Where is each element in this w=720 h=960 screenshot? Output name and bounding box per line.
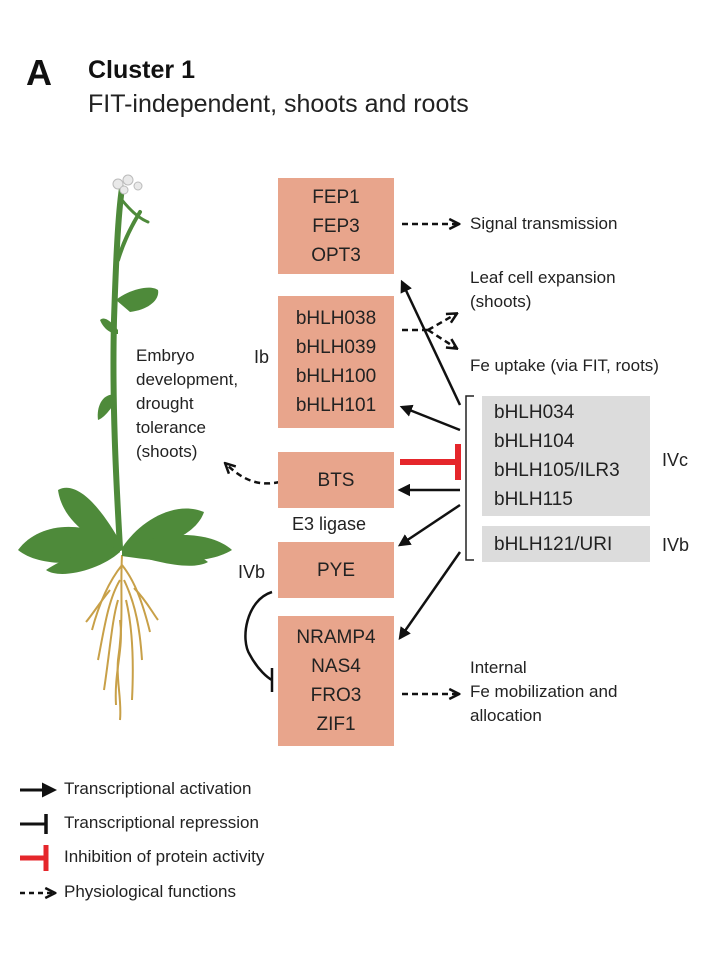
label-ivb-right: IVb bbox=[662, 535, 690, 555]
bts-inhibition bbox=[400, 444, 461, 480]
gene-bhlh039: bHLH039 bbox=[295, 337, 377, 358]
label-embryo-line2: development, bbox=[136, 370, 239, 389]
gene-nramp4: NRAMP4 bbox=[296, 627, 376, 648]
gene-bts: BTS bbox=[317, 469, 355, 491]
gene-bhlh121-uri: bHLH121/URI bbox=[494, 533, 613, 555]
iv-bracket bbox=[465, 395, 474, 561]
gene-bhlh034: bHLH034 bbox=[494, 402, 575, 423]
box-fep-opt: FEP1 FEP3 OPT3 bbox=[278, 178, 394, 274]
pye-repression bbox=[244, 590, 274, 692]
gene-zif1: ZIF1 bbox=[316, 714, 356, 735]
label-internal-line1: Internal bbox=[470, 658, 527, 677]
gene-fep3: FEP3 bbox=[312, 215, 360, 237]
panel-label: A bbox=[26, 52, 52, 93]
diagram-subtitle: FIT-independent, shoots and roots bbox=[88, 90, 469, 118]
legend-activation: Transcriptional activation bbox=[64, 779, 252, 798]
label-embryo-line1: Embryo bbox=[136, 346, 195, 365]
label-signal-transmission: Signal transmission bbox=[470, 214, 618, 233]
label-embryo-line4: tolerance bbox=[136, 418, 206, 437]
label-leaf-line1: Leaf cell expansion bbox=[470, 268, 616, 287]
label-leaf-expansion: Leaf cell expansion (shoots) bbox=[470, 266, 616, 314]
gene-bhlh100: bHLH100 bbox=[295, 366, 377, 387]
legend-repression: Transcriptional repression bbox=[64, 813, 259, 832]
label-e3-ligase: E3 ligase bbox=[292, 514, 367, 534]
box-targets: NRAMP4 NAS4 FRO3 ZIF1 bbox=[278, 616, 394, 746]
legend-inhibition: Inhibition of protein activity bbox=[64, 847, 265, 866]
label-internal-line3: allocation bbox=[470, 706, 542, 725]
box-group-ib: bHLH038 bHLH039 bHLH100 bHLH101 bbox=[278, 296, 394, 428]
label-embryo: Embryo development, drought tolerance (s… bbox=[136, 344, 238, 464]
activation-arrows bbox=[397, 279, 462, 641]
gene-bhlh115: bHLH115 bbox=[494, 489, 573, 510]
physiological-arrows bbox=[226, 224, 458, 694]
gene-bhlh101: bHLH101 bbox=[295, 395, 377, 416]
plant-illustration bbox=[18, 174, 232, 721]
label-ivc: IVc bbox=[662, 450, 689, 470]
legend-physiological: Physiological functions bbox=[64, 882, 236, 901]
box-group-ivb: bHLH121/URI bbox=[482, 526, 650, 562]
box-group-ivc: bHLH034 bHLH104 bHLH105/ILR3 bHLH115 bbox=[482, 396, 650, 516]
gene-opt3: OPT3 bbox=[311, 244, 361, 266]
label-leaf-line2: (shoots) bbox=[470, 292, 532, 311]
gene-bhlh038: bHLH038 bbox=[295, 308, 377, 329]
label-fe-uptake: Fe uptake (via FIT, roots) bbox=[470, 356, 659, 375]
gene-bhlh105-ilr3: bHLH105/ILR3 bbox=[494, 460, 620, 481]
box-pye: PYE bbox=[278, 542, 394, 598]
label-internal-fe: Internal Fe mobilization and allocation bbox=[470, 656, 617, 728]
gene-fep1: FEP1 bbox=[312, 186, 360, 208]
label-ib: Ib bbox=[254, 347, 270, 367]
gene-fro3: FRO3 bbox=[310, 685, 362, 706]
gene-nas4: NAS4 bbox=[311, 656, 361, 677]
label-embryo-line5: (shoots) bbox=[136, 442, 198, 461]
label-internal-line2: Fe mobilization and bbox=[470, 682, 618, 701]
gene-bhlh104: bHLH104 bbox=[494, 431, 575, 452]
label-embryo-line3: drought bbox=[136, 394, 194, 413]
gene-pye: PYE bbox=[316, 559, 356, 581]
box-bts: BTS bbox=[278, 452, 394, 508]
diagram-title: Cluster 1 bbox=[88, 56, 195, 84]
legend-symbols bbox=[20, 782, 57, 893]
label-ivb-left: IVb bbox=[238, 562, 266, 582]
